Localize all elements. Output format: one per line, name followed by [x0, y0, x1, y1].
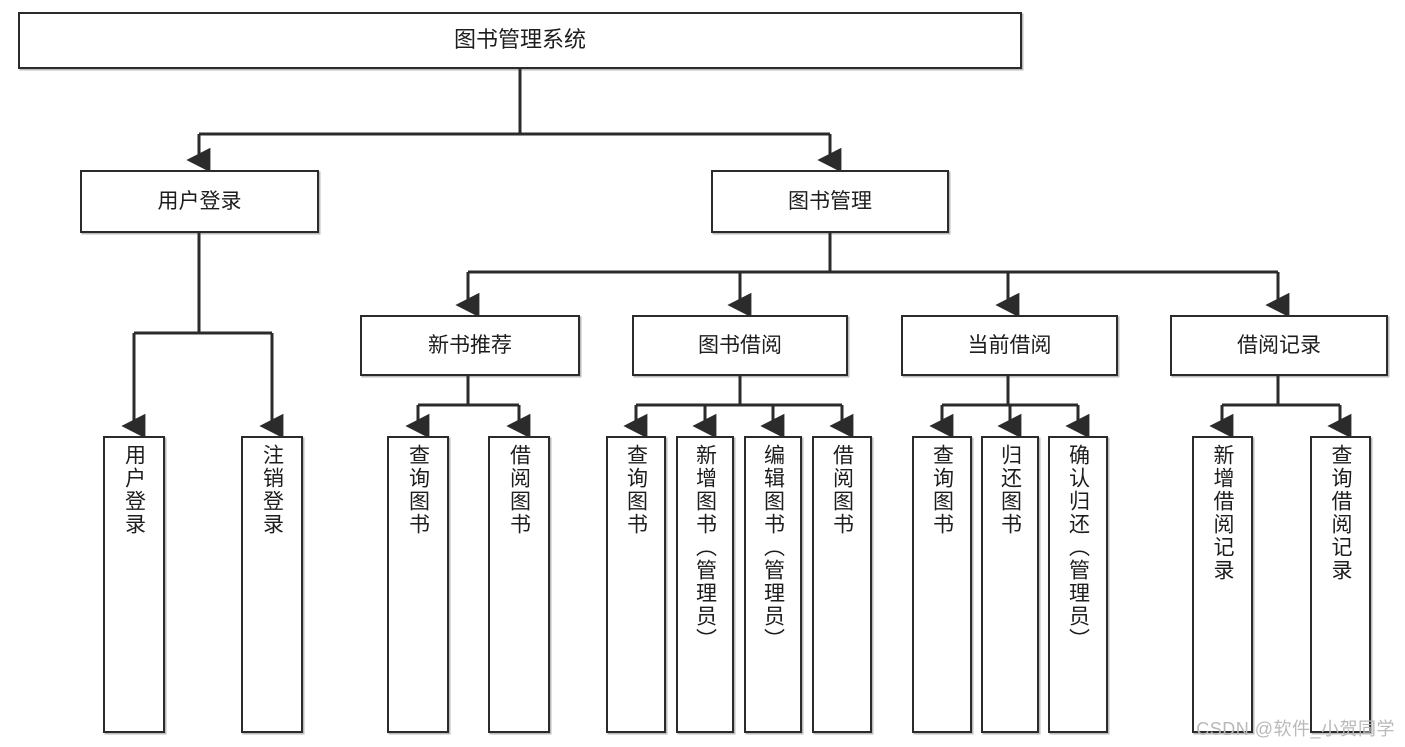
leaf-new-book-query[interactable]: 查询图书 — [387, 436, 449, 733]
node-label: 确认归还（管理员） — [1066, 444, 1090, 651]
node-label: 当前借阅 — [967, 333, 1052, 357]
node-label: 用户登录 — [122, 444, 146, 536]
node-label: 查询图书 — [406, 444, 430, 536]
connectors-current-borrow-to-leaves — [929, 376, 1090, 439]
node-label: 查询图书 — [930, 444, 954, 536]
node-user-login[interactable]: 用户登录 — [80, 170, 319, 233]
connectors-borrow-record-to-leaves — [1209, 376, 1352, 439]
node-borrow-record[interactable]: 借阅记录 — [1170, 315, 1388, 376]
connectors-root-to-level2 — [186, 69, 842, 173]
connectors-user-login-to-leaves — [121, 233, 284, 439]
node-current-borrow[interactable]: 当前借阅 — [901, 315, 1118, 376]
leaf-borrow-record-add[interactable]: 新增借阅记录 — [1192, 436, 1253, 733]
node-label: 图书管理系统 — [453, 27, 586, 53]
node-book-management[interactable]: 图书管理 — [711, 170, 949, 233]
connectors-book-borrow-to-leaves — [623, 376, 854, 439]
node-label: 归还图书 — [998, 444, 1022, 536]
node-label: 查询借阅记录 — [1329, 444, 1352, 582]
leaf-user-login-logout[interactable]: 注销登录 — [241, 436, 303, 733]
connectors-book-mgmt-to-level3 — [455, 233, 1290, 318]
node-label: 借阅记录 — [1237, 333, 1321, 357]
leaf-book-borrow-borrow[interactable]: 借阅图书 — [812, 436, 872, 733]
leaf-user-login-login[interactable]: 用户登录 — [103, 436, 165, 733]
node-label: 新增图书（管理员） — [693, 444, 717, 651]
node-label: 借阅图书 — [830, 444, 854, 536]
node-label: 图书借阅 — [698, 333, 782, 357]
node-label: 新增借阅记录 — [1211, 444, 1234, 582]
leaf-new-book-borrow[interactable]: 借阅图书 — [488, 436, 550, 733]
node-label: 用户登录 — [157, 189, 242, 213]
leaf-borrow-record-query[interactable]: 查询借阅记录 — [1310, 436, 1371, 733]
leaf-current-borrow-query[interactable]: 查询图书 — [912, 436, 972, 733]
connectors-new-book-to-leaves — [405, 376, 531, 439]
leaf-book-borrow-add[interactable]: 新增图书（管理员） — [676, 436, 734, 733]
leaf-book-borrow-edit[interactable]: 编辑图书（管理员） — [744, 436, 802, 733]
node-label: 图书管理 — [788, 189, 872, 213]
leaf-current-borrow-confirm[interactable]: 确认归还（管理员） — [1048, 436, 1108, 733]
node-new-book-recommend[interactable]: 新书推荐 — [360, 315, 580, 376]
node-label: 注销登录 — [260, 444, 284, 536]
node-label: 查询图书 — [624, 444, 648, 536]
node-label: 编辑图书（管理员） — [761, 444, 785, 651]
leaf-book-borrow-query[interactable]: 查询图书 — [606, 436, 666, 733]
node-book-borrow[interactable]: 图书借阅 — [632, 315, 848, 376]
leaf-current-borrow-return[interactable]: 归还图书 — [981, 436, 1039, 733]
node-label: 新书推荐 — [428, 333, 512, 357]
node-root-system[interactable]: 图书管理系统 — [18, 12, 1022, 69]
node-label: 借阅图书 — [507, 444, 531, 536]
